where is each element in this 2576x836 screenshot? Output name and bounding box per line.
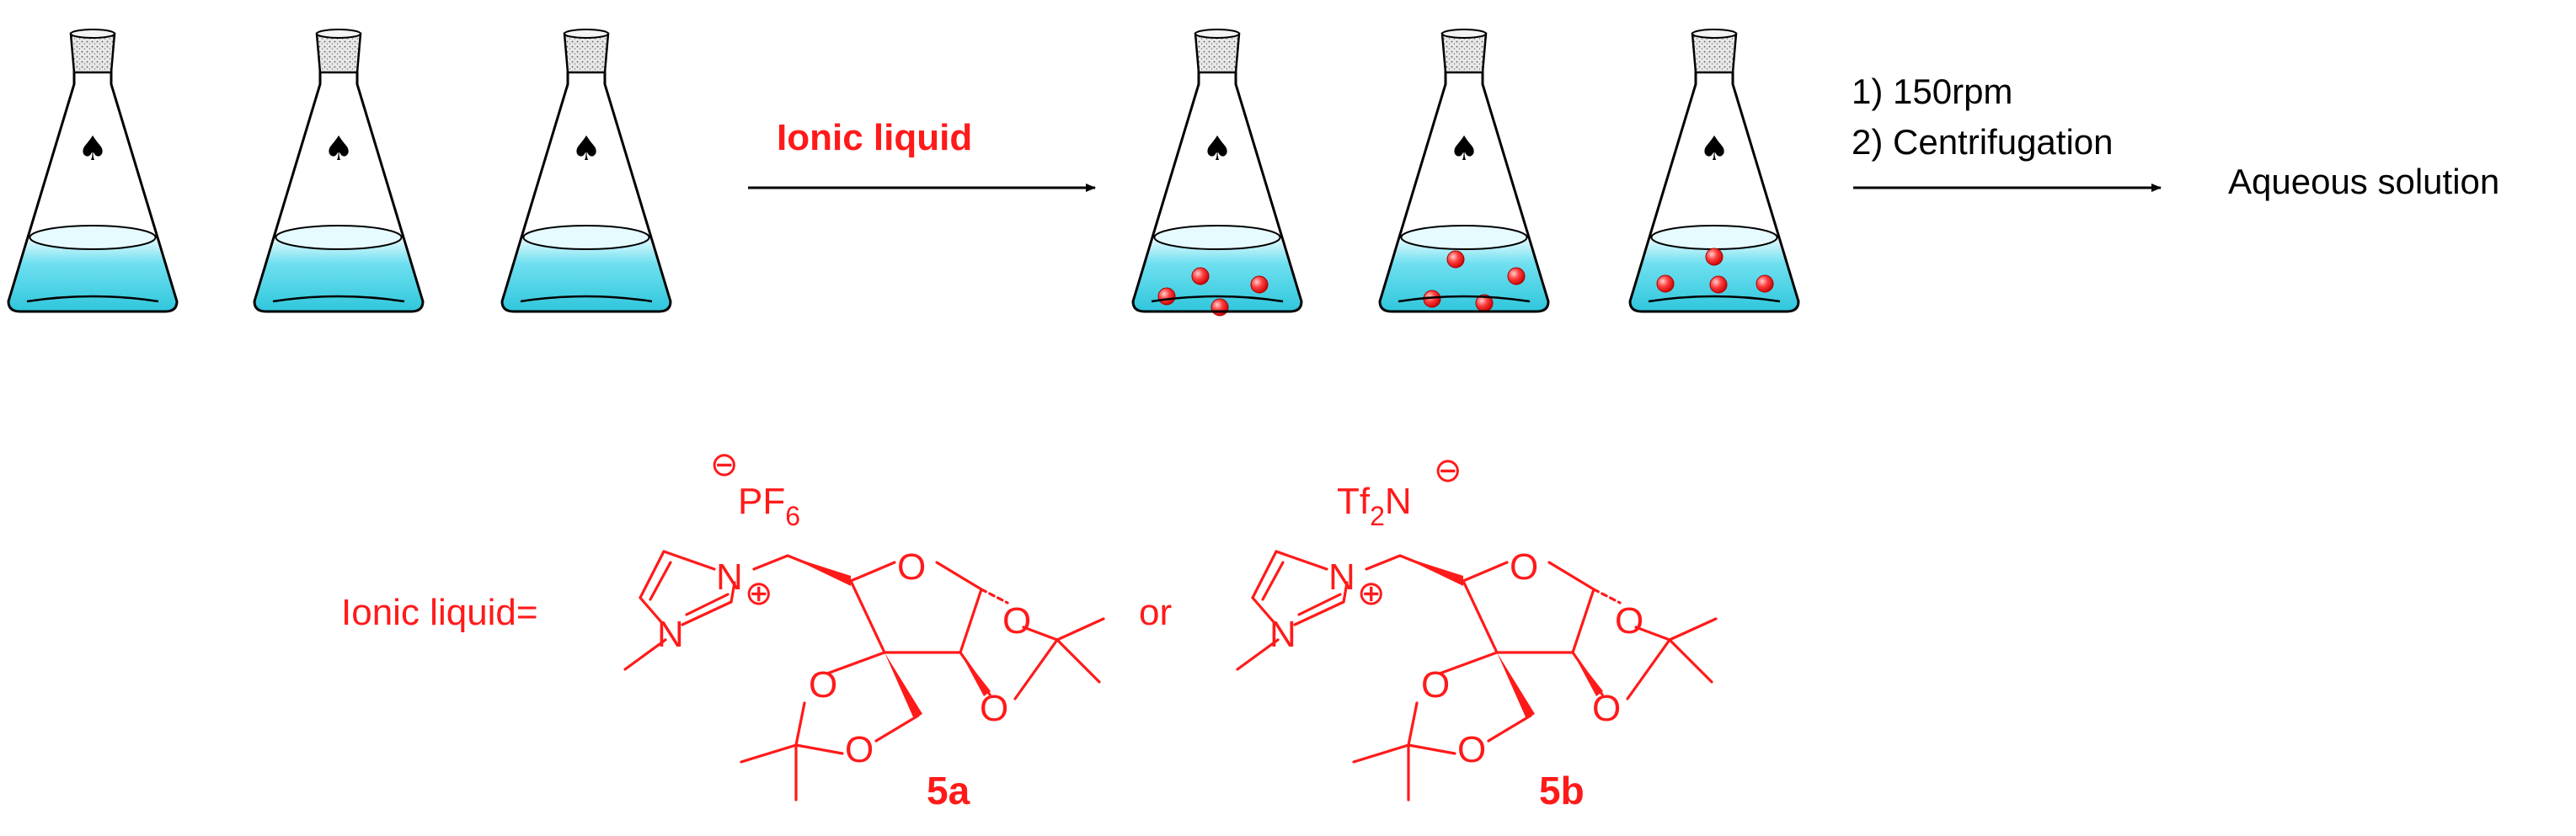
liquid-surface <box>1153 225 1281 250</box>
reaction-arrow-2: 1) 150rpm 2) Centrifugation <box>1852 72 2162 192</box>
structure-5b: N N O O O O O ⊕ Tf2N ⊖ 5b <box>1236 452 1718 812</box>
cation-charge-5b: ⊕ <box>1357 575 1386 612</box>
reagent-label: Ionic liquid <box>777 117 972 158</box>
liquid-surface <box>1400 225 1528 250</box>
anion-5a-subscript: 6 <box>785 501 800 531</box>
ionic-liquid-droplet <box>1507 267 1526 285</box>
liquid <box>1380 237 1548 312</box>
anion-charge-5b: ⊖ <box>1434 452 1462 489</box>
anion-5b: Tf2N <box>1337 481 1412 531</box>
liquid-surface <box>1650 225 1778 250</box>
ionic-liquid-prefix: Ionic liquid= <box>341 592 538 633</box>
erlenmeyer-flask: ♠ <box>1131 29 1303 317</box>
structure-5a: N N O O O O O ⊕ ⊖ PF6 5a <box>623 446 1105 812</box>
reaction-arrow-1: Ionic liquid <box>748 117 1096 192</box>
erlenmeyer-flask: ♠ <box>7 29 179 313</box>
flask-spade-symbol: ♠ <box>1699 130 1729 168</box>
atom-o-dioxolane-2: O <box>980 688 1008 729</box>
atom-o-dioxolane-3: O <box>1421 664 1450 706</box>
flask-spade-symbol: ♠ <box>323 130 354 168</box>
liquid <box>1630 237 1798 312</box>
flask-glass <box>7 66 179 313</box>
anion-5b-subscript: 2 <box>1370 501 1385 531</box>
flask-glass <box>1131 66 1303 313</box>
ionic-liquid-droplet <box>1705 248 1724 266</box>
ionic-liquid-droplet <box>1756 274 1774 293</box>
ionic-liquid-droplet <box>1709 275 1728 294</box>
anion-5a: PF6 <box>738 481 800 531</box>
ionic-liquid-droplet <box>1250 275 1269 294</box>
atom-n-cation: N <box>1328 556 1355 598</box>
atom-o-dioxolane-2: O <box>1592 688 1621 729</box>
erlenmeyer-flask: ♠ <box>253 29 425 313</box>
anion-charge-5a: ⊖ <box>710 446 739 483</box>
flask-spade-symbol: ♠ <box>1449 130 1479 168</box>
erlenmeyer-flask: ♠ <box>1378 29 1550 313</box>
flask-stopper <box>1691 32 1738 74</box>
ionic-liquid-droplet <box>1656 274 1675 293</box>
atom-o-dioxolane-1: O <box>1002 600 1031 642</box>
liquid-surface <box>275 225 403 250</box>
flask-glass <box>1628 66 1800 313</box>
atom-o-ring: O <box>1510 546 1538 588</box>
condition-step-1: 1) 150rpm <box>1852 72 2012 111</box>
atom-o-dioxolane-1: O <box>1615 600 1643 642</box>
atom-o-dioxolane-4: O <box>1457 729 1486 770</box>
ionic-liquid-droplet <box>1211 298 1229 317</box>
atom-o-ring: O <box>897 546 926 588</box>
flask-glass <box>253 66 425 313</box>
atom-o-dioxolane-4: O <box>845 729 874 770</box>
flask-spade-symbol: ♠ <box>1202 130 1232 168</box>
compound-label-5b: 5b <box>1539 769 1585 812</box>
flask-stopper <box>1440 32 1488 74</box>
ionic-liquid-droplet <box>1157 287 1176 306</box>
liquid <box>502 237 671 312</box>
flask-stopper <box>1194 32 1241 74</box>
liquid <box>254 237 423 312</box>
compound-label-5a: 5a <box>927 769 970 812</box>
ionic-liquid-droplet <box>1191 267 1210 285</box>
flask-glass <box>500 66 672 313</box>
anion-5b-prefix: Tf <box>1337 481 1371 522</box>
or-connector: or <box>1139 592 1172 633</box>
atom-o-dioxolane-3: O <box>809 664 837 706</box>
cation-charge-5a: ⊕ <box>745 575 773 612</box>
product-label: Aqueous solution <box>2228 162 2499 201</box>
erlenmeyer-flask: ♠ <box>1628 29 1800 313</box>
liquid-surface <box>522 225 650 250</box>
flask-row: ♠ ♠ ♠ ♠ ♠ ♠ <box>7 29 1800 317</box>
liquid-surface <box>29 225 157 250</box>
flask-spade-symbol: ♠ <box>571 130 601 168</box>
flask-spade-symbol: ♠ <box>77 130 108 168</box>
atom-n-cation: N <box>716 556 743 598</box>
anion-5a-symbol: PF <box>738 481 785 522</box>
anion-5b-suffix: N <box>1385 481 1412 522</box>
erlenmeyer-flask: ♠ <box>500 29 672 313</box>
flask-stopper <box>563 32 610 74</box>
condition-step-2: 2) Centrifugation <box>1852 122 2114 162</box>
flask-stopper <box>315 32 362 74</box>
liquid <box>8 237 177 312</box>
flask-glass <box>1378 66 1550 313</box>
ionic-liquid-droplet <box>1446 250 1465 269</box>
flask-stopper <box>69 32 116 74</box>
atom-n-methyl: N <box>1269 614 1296 655</box>
atom-n-methyl: N <box>657 614 684 655</box>
